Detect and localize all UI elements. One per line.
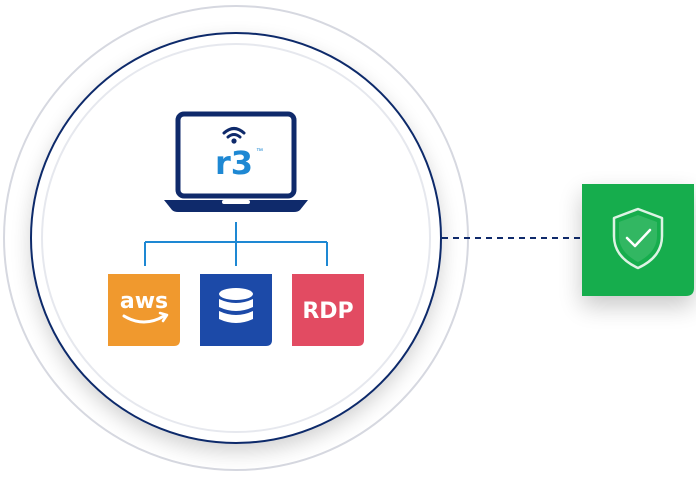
tree-connector [144,222,328,266]
laptop-icon: r3 ™ [164,111,308,212]
inner-ring [41,43,431,433]
wifi-icon [222,127,246,139]
aws-tile: aws [108,274,180,346]
rdp-label: RDP [302,299,353,324]
database-tile [200,274,272,346]
logo-text: r3 [215,144,253,182]
laptop-base [164,200,308,212]
r3-logo-icon: r3 ™ [215,127,263,182]
aws-label: aws [120,289,168,314]
database-icon [219,288,253,323]
logo-trademark: ™ [256,148,263,155]
shield-badge [582,184,694,296]
aws-smile-icon [122,311,169,324]
shield-check-icon [612,207,664,270]
rdp-tile: RDP [292,274,364,346]
laptop-screen [175,111,297,199]
